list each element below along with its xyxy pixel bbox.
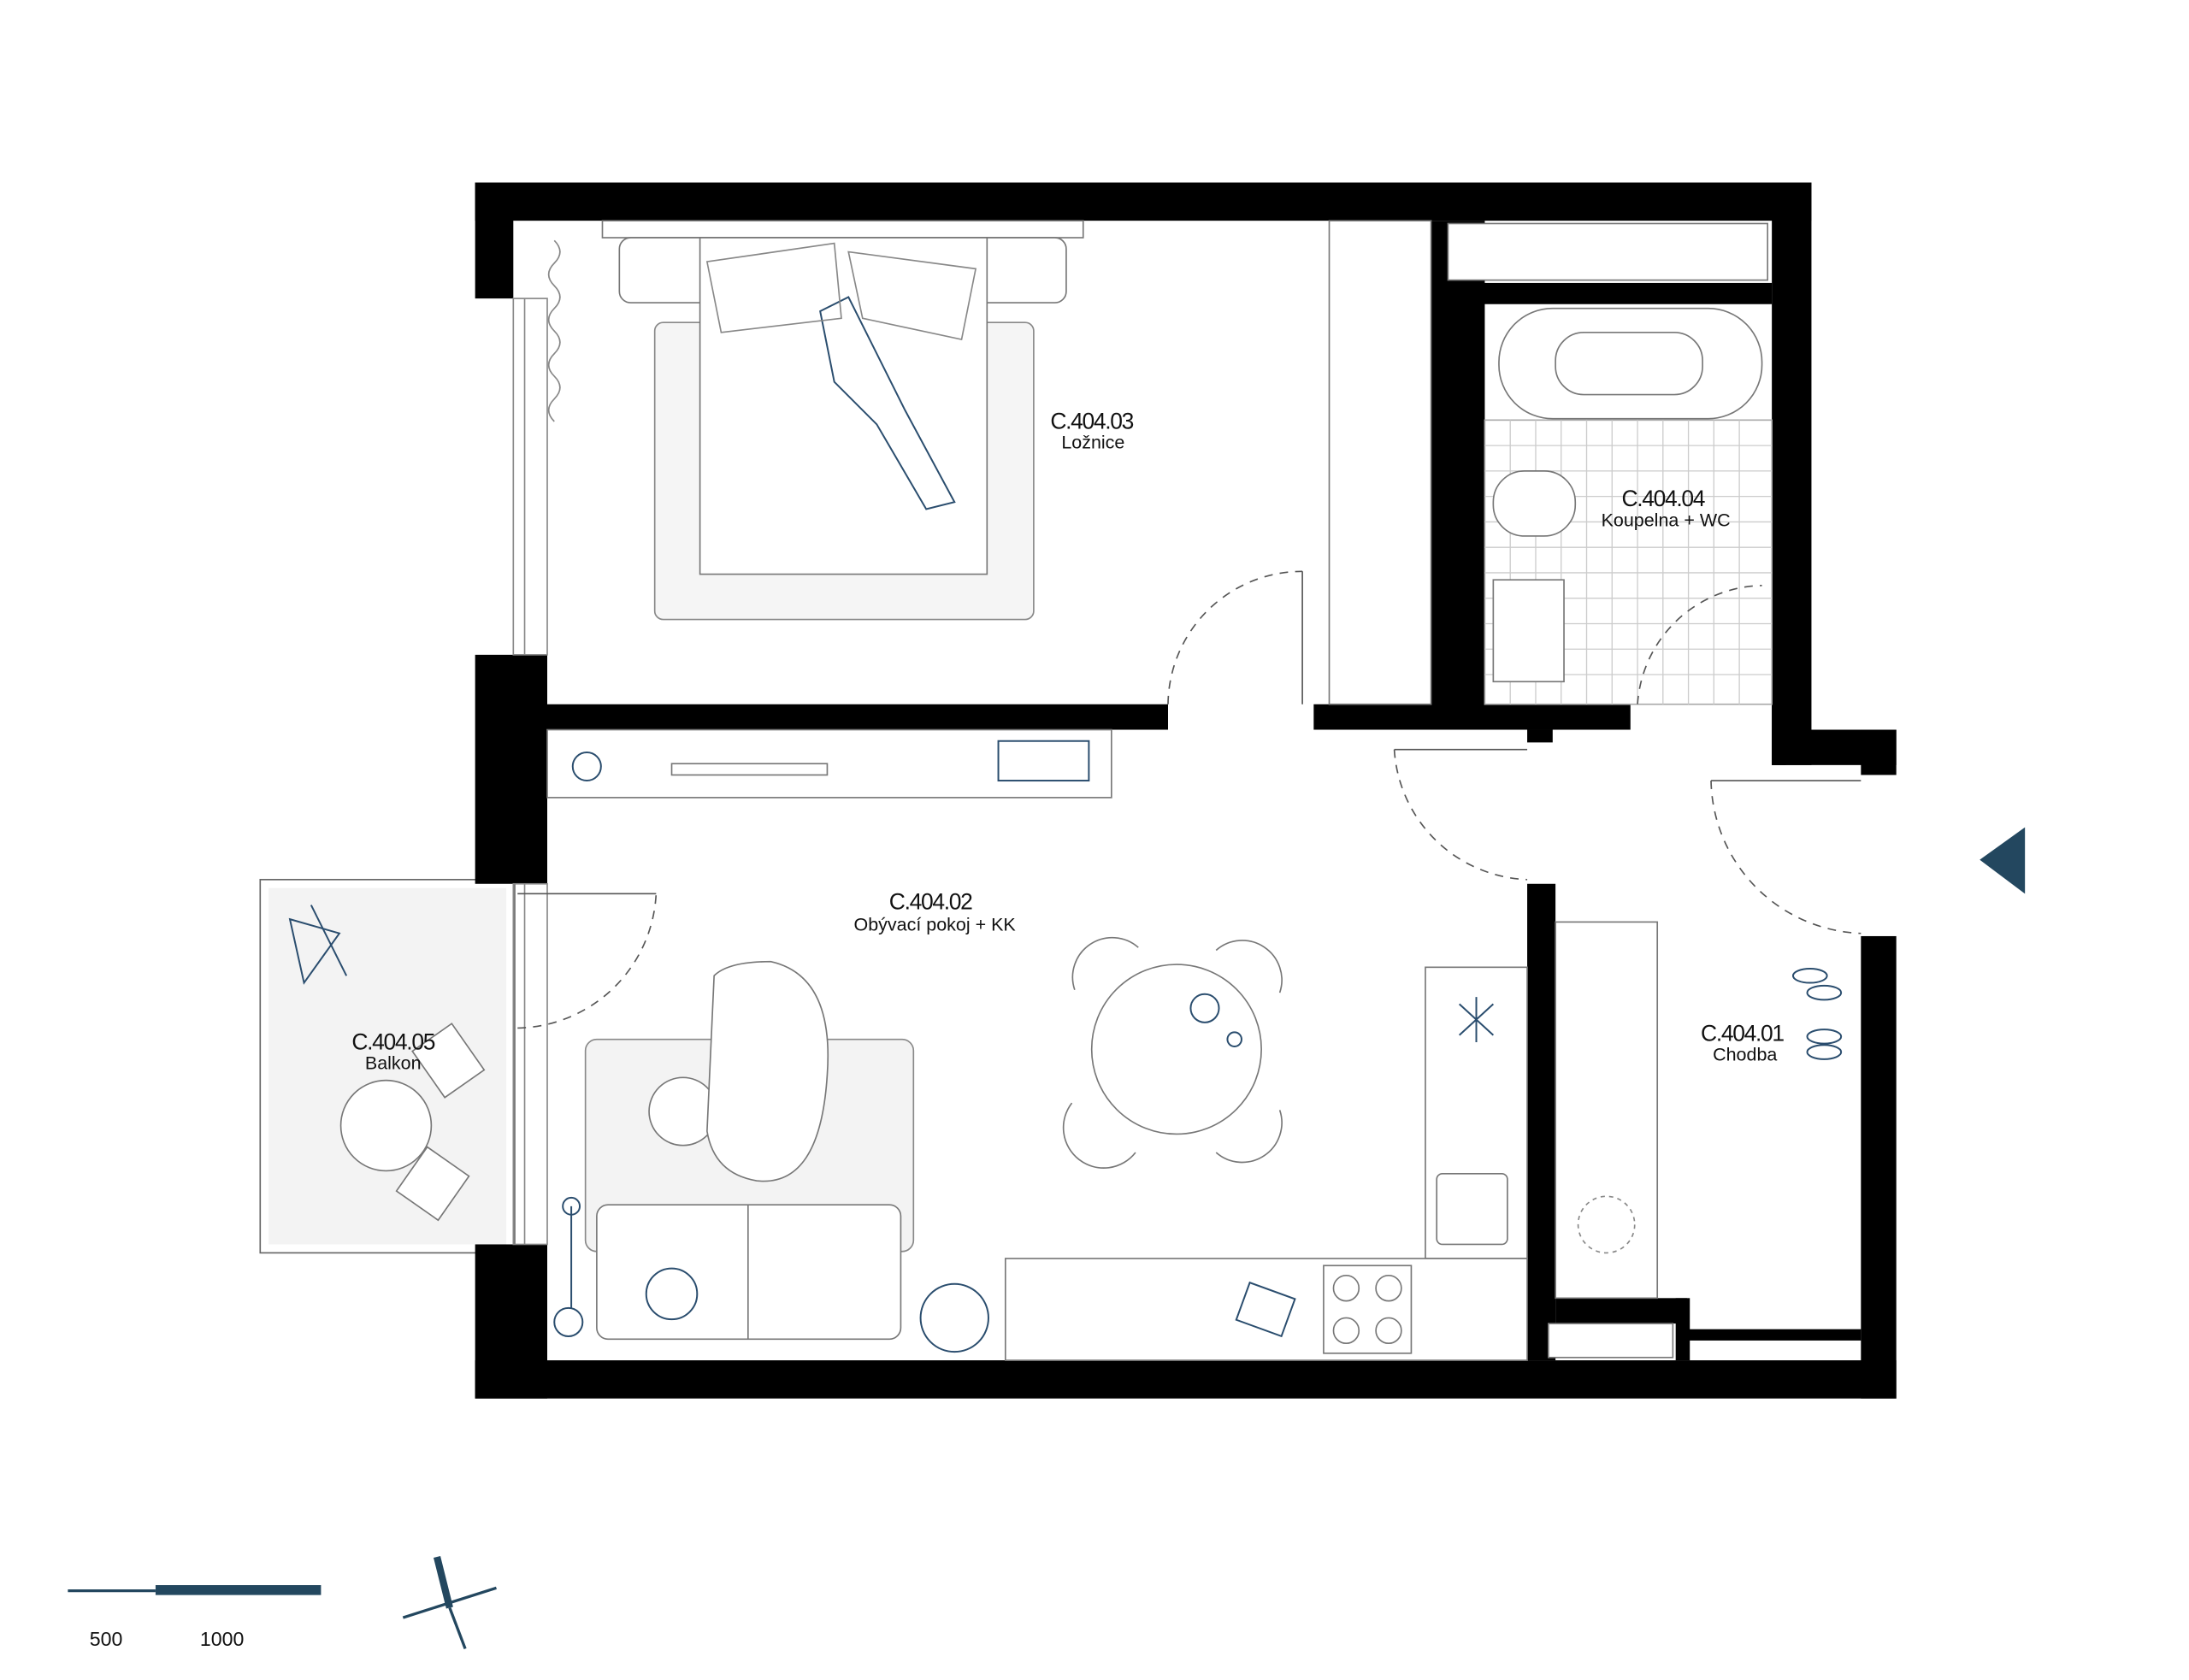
scale-label-500: 500 (90, 1628, 123, 1650)
room-code: C.404.04 (1621, 486, 1704, 511)
room-code: C.404.05 (351, 1029, 434, 1054)
room-label-living: C.404.02 Obývací pokoj + KK (853, 889, 1016, 935)
walls (475, 182, 1897, 1399)
room-code: C.404.02 (889, 889, 972, 915)
room-code: C.404.01 (1701, 1020, 1784, 1046)
scale-bar: 500 1000 (68, 1585, 322, 1650)
room-label-bathroom: C.404.04 Koupelna + WC (1602, 486, 1731, 530)
room-label-bedroom: C.404.03 Ložnice (1050, 408, 1135, 452)
room-name: Chodba (1713, 1044, 1777, 1064)
room-name: Koupelna + WC (1602, 510, 1731, 530)
windows (512, 298, 548, 1246)
room-name: Balkon (365, 1052, 422, 1073)
room-code: C.404.03 (1050, 408, 1133, 433)
north-arrow-icon (402, 1555, 497, 1650)
scale-label-1000: 1000 (200, 1628, 244, 1650)
room-label-corridor: C.404.01 Chodba (1701, 1020, 1785, 1064)
bathroom-fixtures (1447, 222, 1773, 705)
balcony-area (259, 878, 516, 1254)
corridor-furniture (1548, 780, 1862, 1359)
living-furniture (517, 728, 1528, 1361)
bedroom-furniture (547, 220, 1432, 705)
room-name: Ložnice (1061, 432, 1124, 452)
entrance-arrow-icon (1980, 827, 2026, 894)
room-label-balcony: C.404.05 Balkon (351, 1029, 436, 1073)
room-name: Obývací pokoj + KK (853, 914, 1016, 934)
